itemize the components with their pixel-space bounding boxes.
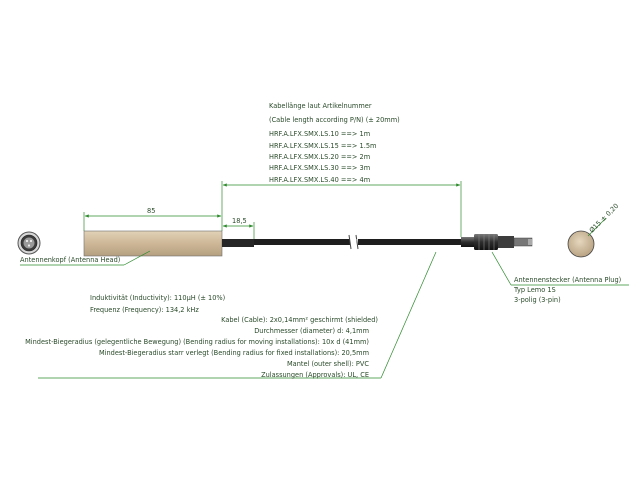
cable-spec-line: Mantel (outer shell): PVC xyxy=(287,360,369,368)
cable-variant: HRF.A.LFX.SMX.LS.10 ==> 1m xyxy=(269,130,370,138)
antenna-head-title: Antennenkopf (Antenna Head) xyxy=(20,256,120,264)
cable-variant: HRF.A.LFX.SMX.LS.20 ==> 2m xyxy=(269,153,370,161)
cable-spec-line: Durchmesser (diameter) d: 4,1mm xyxy=(254,327,369,335)
plug-type: Typ Lemo 1S xyxy=(513,286,556,294)
cable-specs: Kabel (Cable): 2x0,14mm² geschirmt (shie… xyxy=(25,316,378,379)
tail-length-dimension: 18,5 xyxy=(232,217,247,225)
cable-length-subtitle: (Cable length according P/N) (± 20mm) xyxy=(269,116,400,124)
cable-spec-line: Mindest-Biegeradius starr verlegt (Bendi… xyxy=(99,349,369,357)
plug-poles: 3-polig (3-pin) xyxy=(514,296,561,304)
cable-variant: HRF.A.LFX.SMX.LS.15 ==> 1.5m xyxy=(269,142,376,150)
antenna-head-inductivity: Induktivität (Inductivity): 110µH (± 10%… xyxy=(90,294,225,302)
connector-end-view-icon xyxy=(17,231,41,255)
cable-variant: HRF.A.LFX.SMX.LS.40 ==> 4m xyxy=(269,176,370,184)
cable-variant: HRF.A.LFX.SMX.LS.30 ==> 3m xyxy=(269,164,370,172)
lemo-plug xyxy=(461,234,533,250)
antenna-head xyxy=(83,230,223,257)
plug-title: Antennenstecker (Antenna Plug) xyxy=(514,276,621,284)
antenna-head-tail xyxy=(222,239,254,247)
cable xyxy=(358,239,462,245)
head-length-dimension: 85 xyxy=(147,207,155,215)
diameter-dimension: Ø15 ± 0,20 xyxy=(588,202,621,235)
cable-spec-line: Kabel (Cable): 2x0,14mm² geschirmt (shie… xyxy=(221,316,378,324)
cable xyxy=(254,239,350,245)
cable-spec-line: Zulassungen (Approvals): UL, CE xyxy=(261,371,369,379)
antenna-head-end-view xyxy=(567,230,595,258)
cable-spec-line: Mindest-Biegeradius (gelegentliche Beweg… xyxy=(25,338,369,346)
cable-length-block: Kabellänge laut Artikelnummer (Cable len… xyxy=(269,102,400,184)
antenna-head-frequency: Frequenz (Frequency): 134,2 kHz xyxy=(90,306,199,314)
cable-length-title: Kabellänge laut Artikelnummer xyxy=(269,102,372,110)
cable-break-icon xyxy=(348,234,359,250)
